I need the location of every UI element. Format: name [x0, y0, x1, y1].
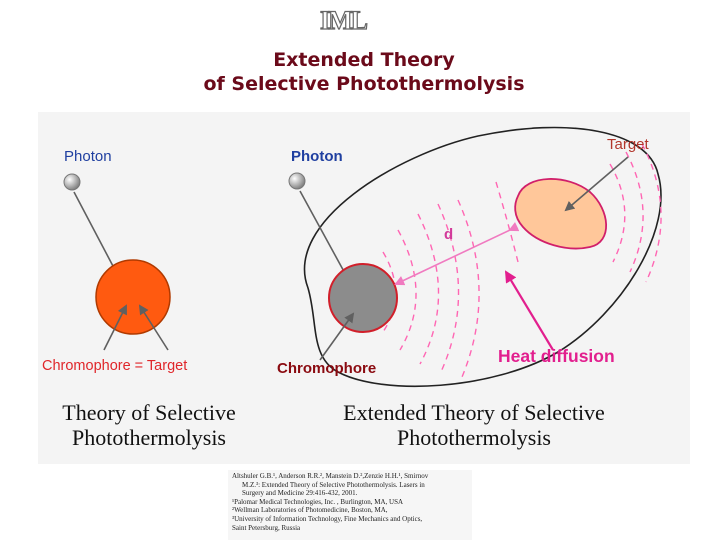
chromophore-circle — [328, 263, 398, 333]
iml-logo: IML — [319, 6, 368, 35]
chromophore-target-circle — [95, 259, 171, 335]
distance-arrow — [394, 222, 520, 286]
reference-line-6: ³University of Information Technology, F… — [232, 514, 423, 523]
left-pointer-arrow-2 — [138, 304, 169, 351]
left-caption: Theory of Selective Photothermolysis — [44, 400, 254, 450]
reference-line-1: Altshuler G.B.¹, Anderson R.R.², Manstei… — [232, 472, 429, 480]
left-photon-label: Photon — [64, 148, 112, 165]
reference-line-3: Surgery and Medicine 29:416-432, 2001. — [242, 489, 358, 498]
right-caption: Extended Theory of Selective Photothermo… — [304, 400, 644, 450]
chromophore-pointer-arrow — [319, 312, 355, 361]
reference-line-5: ²Wellman Laboratories of Photomedicine, … — [232, 506, 388, 515]
right-photon-label: Photon — [291, 148, 343, 165]
heat-wave-arcs-near — [382, 199, 480, 378]
reference-line-4: ¹Palomar Medical Technologies, Inc. , Bu… — [232, 497, 404, 506]
diagram-panel: Photon Chromophore = Target Photon Targe… — [38, 112, 690, 464]
chromophore-label: Chromophore — [277, 360, 377, 377]
left-caption-line-1: Theory of Selective — [62, 400, 236, 425]
heat-diffusion-label: Heat diffusion — [498, 346, 615, 366]
reference-box: Altshuler G.B.¹, Anderson R.R.², Manstei… — [228, 470, 472, 540]
title-line-2: of Selective Photothermolysis — [203, 73, 525, 95]
chromophore-target-label: Chromophore = Target — [42, 358, 188, 374]
reference-line-7: Saint Petersburg, Russia — [232, 523, 301, 532]
title-line-1: Extended Theory — [273, 49, 455, 71]
left-photon-ball — [63, 173, 81, 191]
target-blob — [514, 178, 608, 250]
page-title: Extended Theory of Selective Photothermo… — [0, 48, 728, 96]
target-label: Target — [607, 136, 649, 153]
left-pointer-arrow-1 — [103, 304, 127, 351]
reference-line-2: M.Z.³: Extended Theory of Selective Phot… — [242, 480, 425, 489]
left-caption-line-2: Photothermolysis — [71, 425, 226, 450]
heat-diffusion-arrow — [504, 270, 554, 351]
right-photon-ball — [288, 172, 306, 190]
right-caption-line-2: Photothermolysis — [396, 425, 551, 450]
tissue-outline — [303, 126, 662, 388]
target-pointer-arrow — [564, 156, 629, 212]
diagram-graphics — [63, 126, 662, 388]
heat-wave-arcs-far — [495, 143, 662, 283]
distance-label: d — [444, 226, 454, 243]
right-caption-line-1: Extended Theory of Selective — [343, 400, 605, 425]
